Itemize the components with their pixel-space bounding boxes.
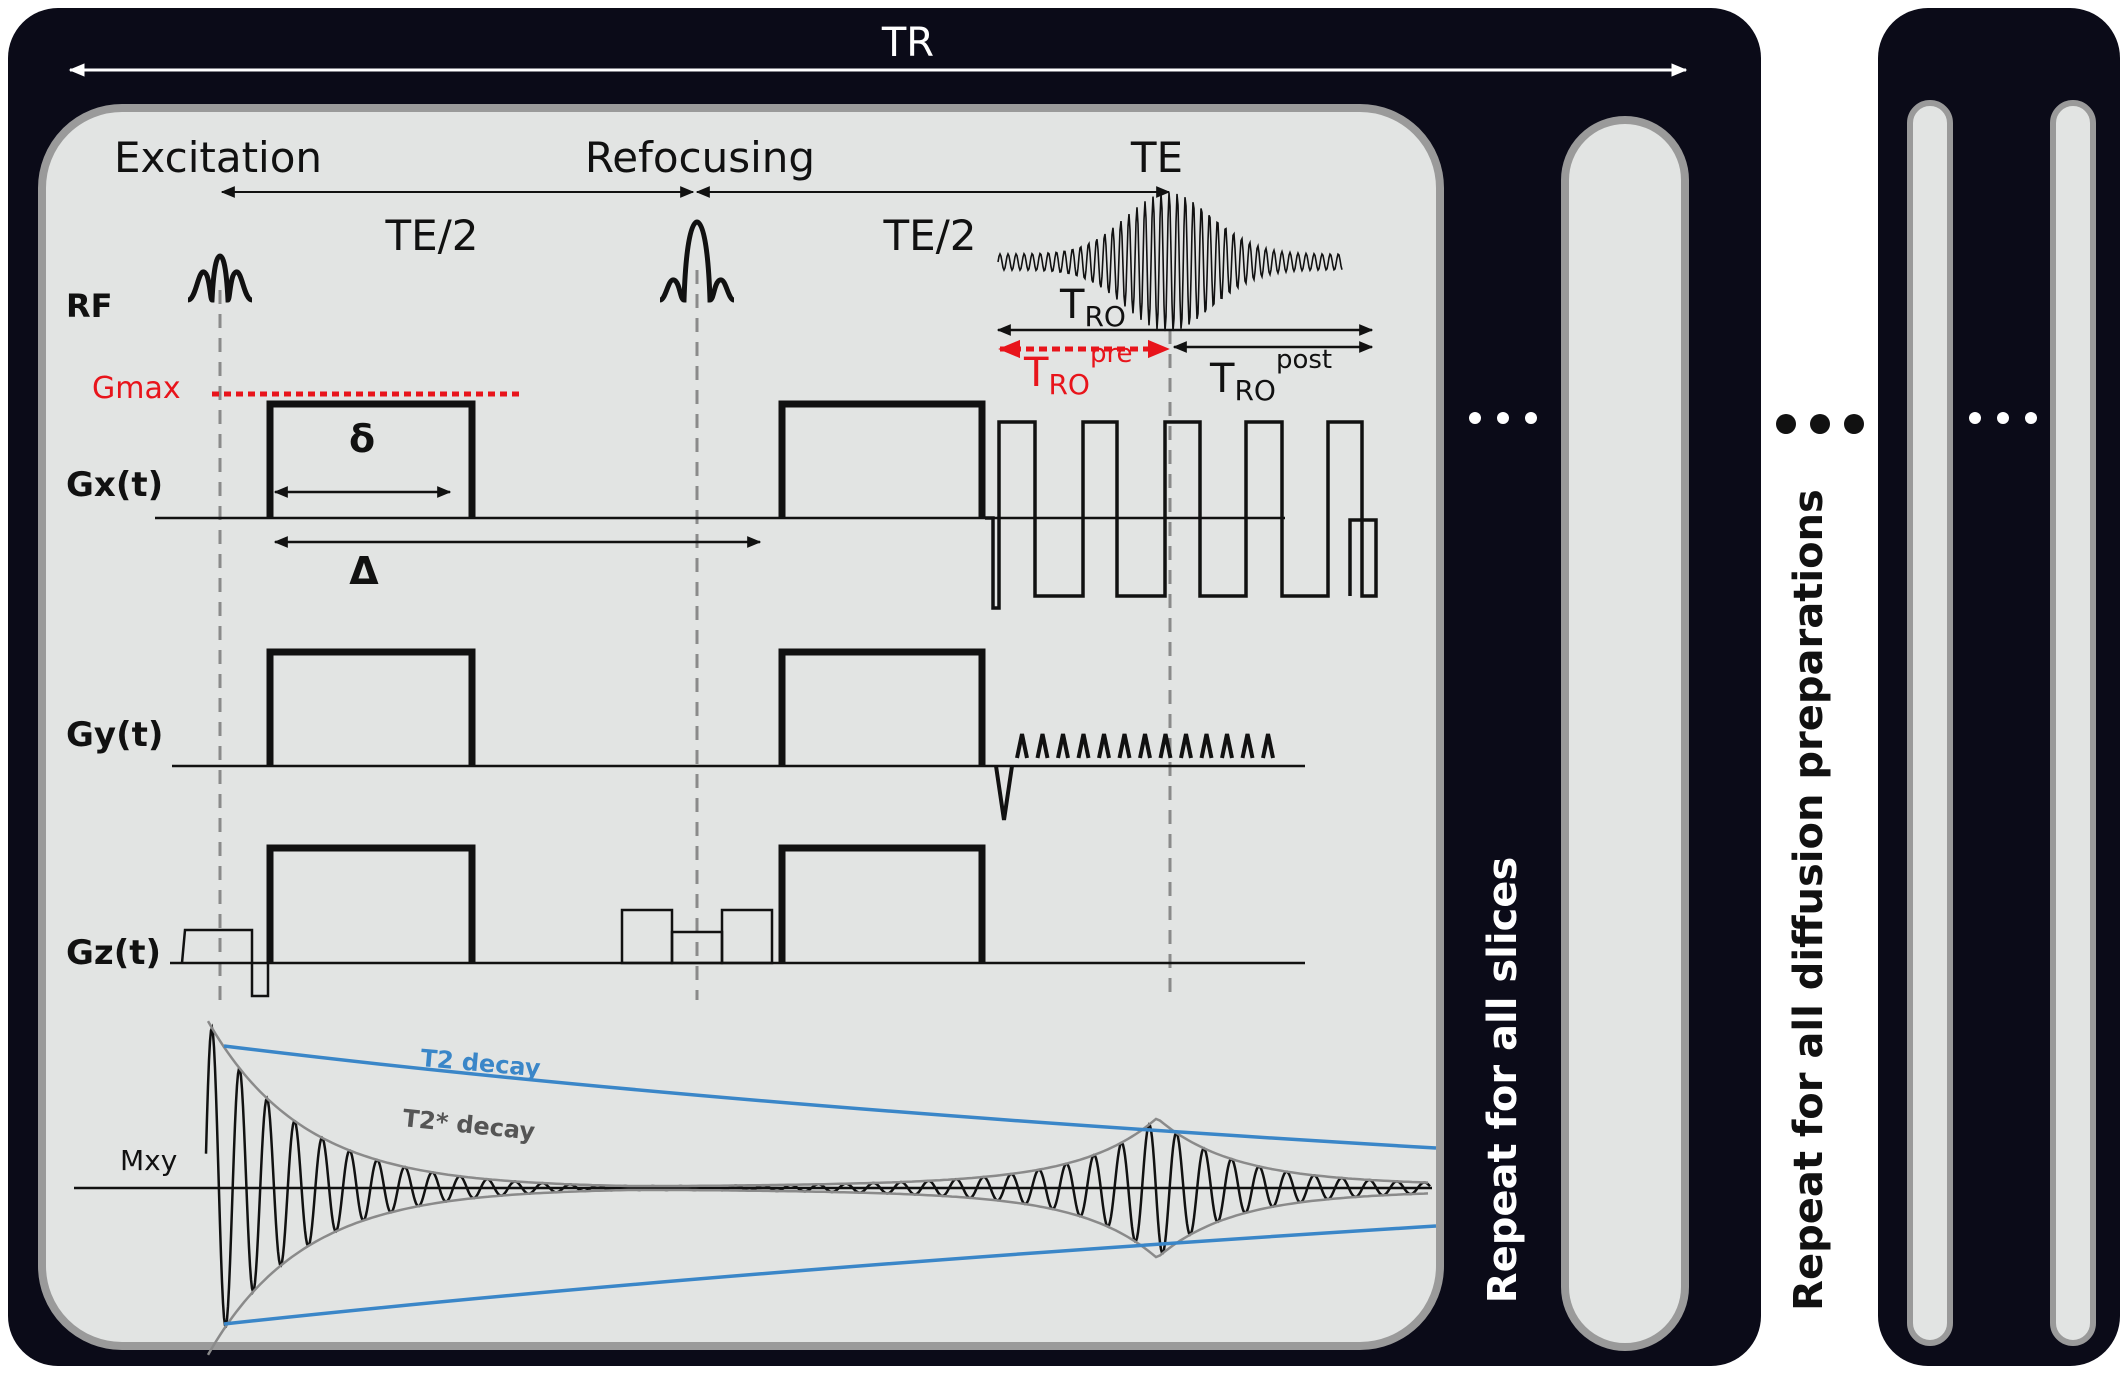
refocusing-pulse	[658, 219, 736, 303]
tr-label: TR	[881, 20, 934, 66]
gz-slice-select	[180, 928, 254, 964]
t2star-envelope-top	[206, 1020, 1429, 1188]
time-markers	[218, 270, 1172, 1000]
gmax-label: Gmax	[92, 371, 181, 406]
gx-diffusion-lobe-1	[266, 400, 476, 518]
gy-prephaser	[994, 765, 1014, 821]
gy-blips	[1015, 733, 1275, 759]
rf-label: RF	[66, 287, 113, 325]
gx-diffusion-lobe-2	[778, 400, 986, 518]
gy-label: Gy(t)	[66, 715, 163, 755]
t2-decay-top	[223, 1044, 1437, 1150]
repeat-diffusion-label: Repeat for all diffusion preparations	[1786, 489, 1832, 1311]
gz-label: Gz(t)	[66, 933, 161, 973]
inner-ellipsis	[1969, 412, 2037, 424]
repeat-slices-label: Repeat for all slices	[1480, 857, 1526, 1303]
tro-pre-label: TROpre	[1023, 339, 1133, 401]
tro-post-label: TROpost	[1209, 345, 1332, 407]
gz-diffusion-lobe-1	[266, 844, 476, 963]
gy-diffusion-lobe-2	[778, 648, 986, 766]
diffusion-pill-2	[2050, 100, 2096, 1346]
t2-decay-bottom	[223, 1224, 1437, 1326]
te-label: TE	[1130, 133, 1183, 182]
slice-pill	[1561, 116, 1689, 1351]
gz-crusher-right	[720, 908, 774, 965]
gx-epi-readout	[985, 420, 1378, 610]
sequence-panel	[38, 104, 1444, 1350]
t2star-envelope-bottom	[206, 1188, 1429, 1356]
diffusion-ellipsis	[1776, 414, 1864, 434]
refocusing-label: Refocusing	[585, 133, 815, 182]
echo-signal	[997, 192, 1343, 332]
gz-rephaser	[250, 963, 270, 998]
big-delta-label: Δ	[349, 549, 379, 593]
small-delta-label: δ	[349, 417, 375, 461]
te-half-label-1: TE/2	[384, 211, 478, 260]
gz-diffusion-lobe-2	[778, 844, 986, 963]
mxy-label: Mxy	[120, 1144, 177, 1177]
gx-label: Gx(t)	[66, 465, 163, 505]
tro-label: TRO	[1059, 282, 1126, 333]
gy-diffusion-lobe-1	[266, 648, 476, 766]
diffusion-pill-1	[1907, 100, 1953, 1346]
te-half-label-2: TE/2	[882, 211, 976, 260]
slice-ellipsis	[1469, 412, 1537, 424]
excitation-pulse	[186, 253, 254, 303]
excitation-label: Excitation	[114, 133, 322, 182]
